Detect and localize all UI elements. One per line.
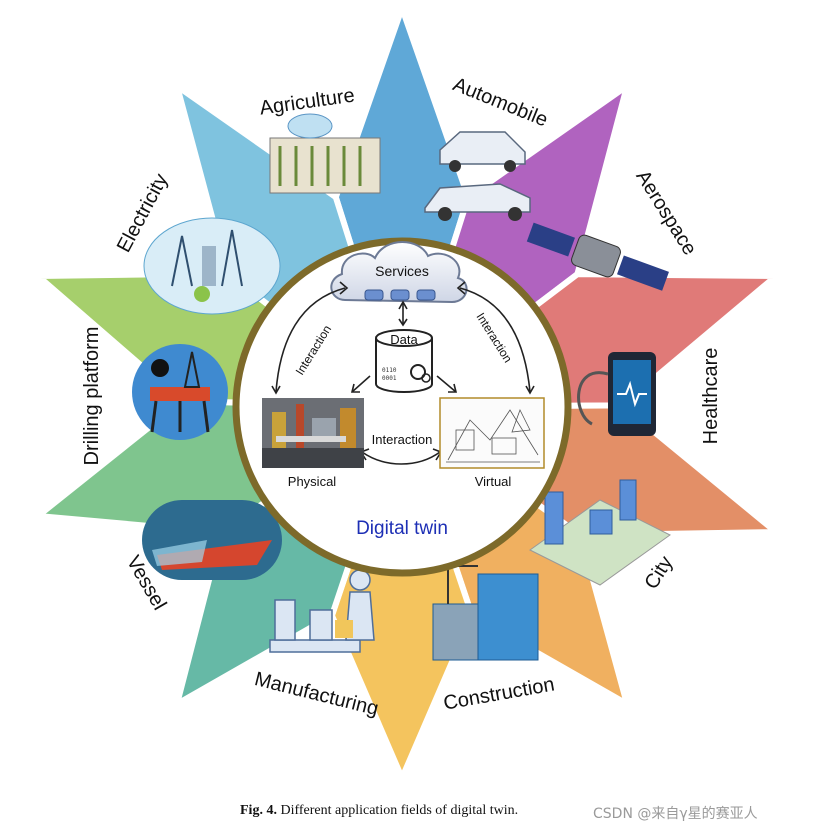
segment-label-city: City <box>640 552 677 593</box>
oil-rig-icon <box>132 344 228 440</box>
figure-number: Fig. 4. <box>240 803 277 818</box>
interaction-label-bottom: Interaction <box>372 432 433 447</box>
segment-label-healthcare: Healthcare <box>700 348 722 445</box>
power-grid-icon <box>144 218 280 314</box>
figure-caption-text: Different application fields of digital … <box>280 803 518 818</box>
physical-factory-icon <box>262 398 364 468</box>
digital-twin-hub: Services 0110 0001 Data <box>236 241 568 573</box>
ship-icon <box>142 500 282 580</box>
figure-caption: Fig. 4. Different application fields of … <box>240 803 518 819</box>
digital-twin-title: Digital twin <box>356 518 448 539</box>
svg-text:0001: 0001 <box>382 375 397 382</box>
segment-label-construction: Construction <box>442 674 556 715</box>
segment-label-automobile: Automobile <box>450 73 551 131</box>
physical-label: Physical <box>288 474 337 489</box>
svg-text:0110: 0110 <box>382 367 397 374</box>
segment-label-drilling-platform: Drilling platform <box>81 327 103 466</box>
data-label: Data <box>390 332 418 347</box>
segment-label-aerospace: Aerospace <box>631 166 700 259</box>
watermark: CSDN @来自γ星的赛亚人 <box>593 803 758 823</box>
services-label: Services <box>375 263 429 279</box>
virtual-factory-icon <box>440 398 544 468</box>
virtual-label: Virtual <box>475 474 512 489</box>
